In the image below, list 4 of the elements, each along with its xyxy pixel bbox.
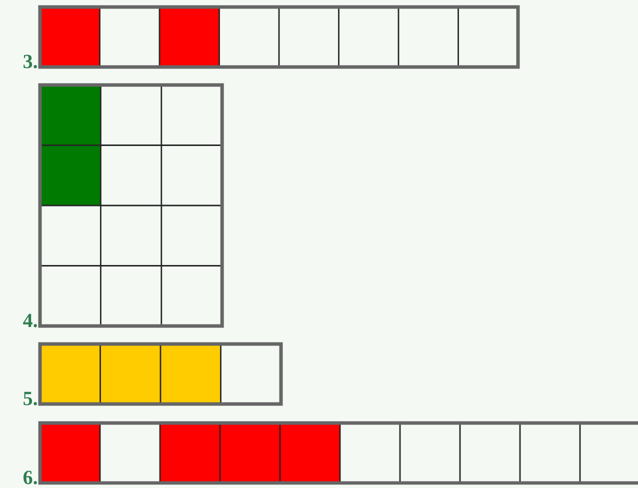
item-number: 4. xyxy=(23,314,37,328)
item-number: 5. xyxy=(24,392,37,406)
item-number: 6. xyxy=(24,470,37,484)
item-number: 3. xyxy=(24,54,37,68)
